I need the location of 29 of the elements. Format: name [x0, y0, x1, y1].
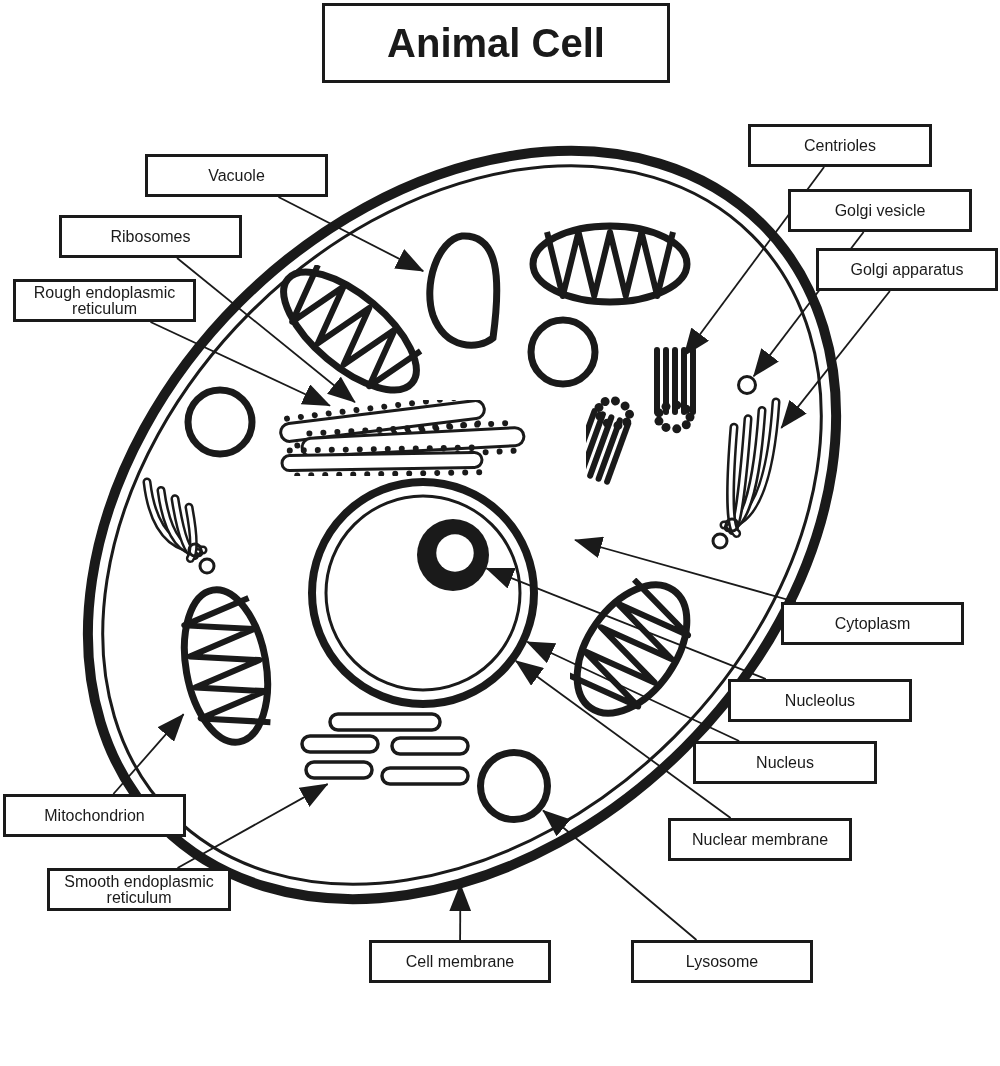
label-box: Rough endoplasmic reticulum [13, 279, 196, 322]
label-box: Centrioles [748, 124, 932, 167]
label-box: Nucleolus [728, 679, 912, 722]
leader-line [485, 567, 767, 680]
label-box: Lysosome [631, 940, 813, 983]
nucleolus-drawing [417, 519, 489, 591]
label-box: Vacuole [145, 154, 328, 197]
label-box: Golgi apparatus [816, 248, 998, 291]
label-box: Cytoplasm [781, 602, 964, 645]
title: Animal Cell [322, 3, 670, 83]
nucleus-drawing [308, 478, 538, 708]
label-box: Smooth endoplasmic reticulum [47, 868, 231, 911]
leader-line [112, 713, 185, 795]
leader-line [176, 783, 329, 869]
label-box: Nuclear membrane [668, 818, 852, 861]
label-box: Golgi vesicle [788, 189, 972, 232]
label-box: Mitochondrion [3, 794, 186, 837]
leader-line [542, 809, 698, 941]
label-box: Cell membrane [369, 940, 551, 983]
leader-line [683, 166, 825, 357]
label-box: Nucleus [693, 741, 877, 784]
leader-line [514, 660, 732, 819]
leader-line [574, 536, 797, 603]
leader-line [277, 196, 425, 272]
leader-line [780, 290, 891, 429]
leader-line [149, 321, 331, 407]
label-box: Ribosomes [59, 215, 242, 258]
leader-line [752, 231, 865, 378]
leader-line [176, 257, 356, 404]
